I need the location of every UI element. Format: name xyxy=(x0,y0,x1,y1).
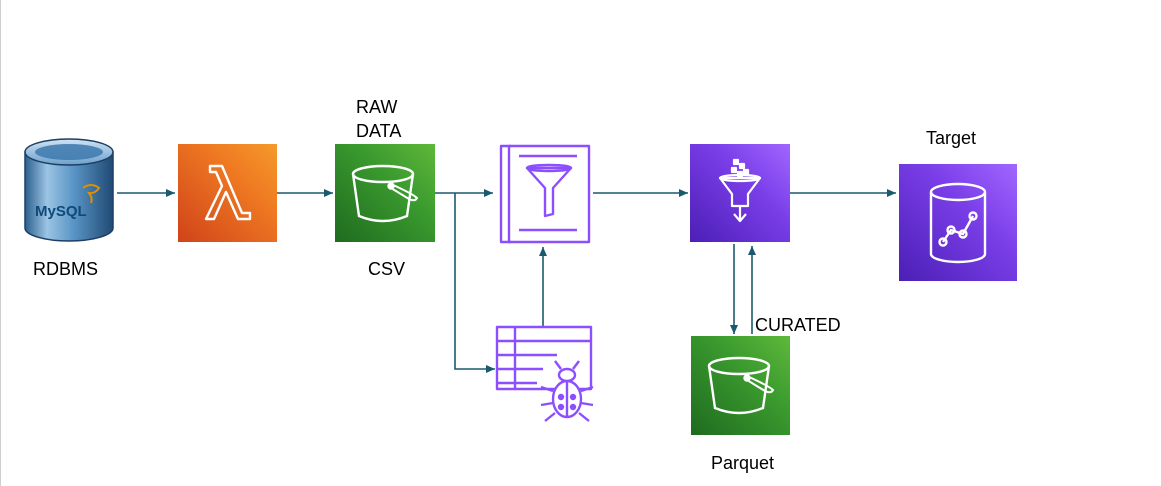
raw-data-bucket-node xyxy=(335,144,435,242)
parquet-label: Parquet xyxy=(711,453,775,473)
s3-bucket-icon xyxy=(707,356,775,415)
database-analytics-icon xyxy=(929,182,987,264)
arrow-raw-to-crawler xyxy=(454,193,495,373)
s3-bucket-icon xyxy=(351,164,419,223)
mysql-cylinder-icon: MySQL xyxy=(24,138,114,242)
mysql-database-node: MySQL xyxy=(23,136,115,244)
crawler-table-bug-icon xyxy=(495,325,594,422)
rdbms-label: RDBMS xyxy=(33,259,99,279)
glue-etl-node xyxy=(690,144,790,242)
curated-bucket-node xyxy=(691,336,790,435)
csv-label: CSV xyxy=(368,259,406,279)
lambda-icon xyxy=(204,164,252,221)
target-node xyxy=(899,164,1017,281)
data-catalog-filter-icon xyxy=(499,144,591,244)
glue-funnel-icon xyxy=(718,158,762,223)
raw-label: RAW xyxy=(356,97,398,117)
svg-text:MySQL: MySQL xyxy=(35,203,87,220)
data-catalog-node xyxy=(497,144,591,244)
data-label: DATA xyxy=(356,121,402,141)
page-edge xyxy=(0,0,1,486)
curated-label: CURATED xyxy=(755,315,841,335)
crawler-node xyxy=(495,325,597,425)
target-label: Target xyxy=(926,128,977,148)
lambda-node xyxy=(178,144,277,242)
